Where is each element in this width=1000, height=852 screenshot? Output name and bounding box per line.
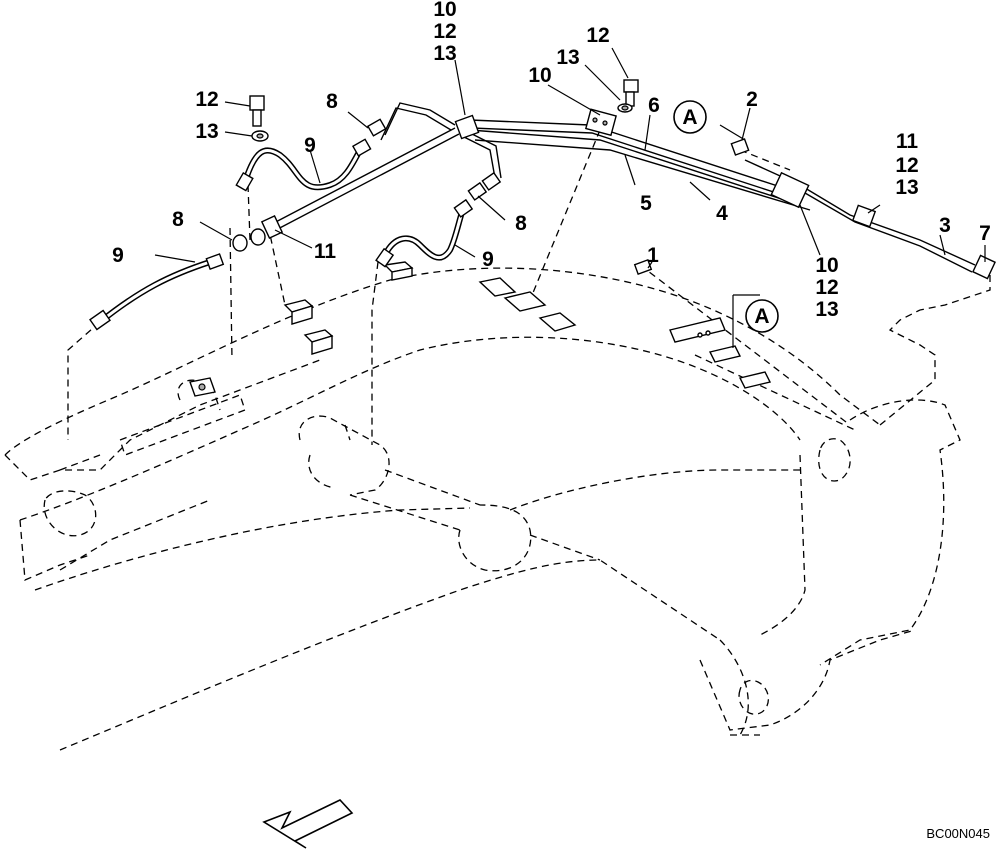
mounting-brackets [189, 261, 772, 397]
callout: 11 [314, 240, 337, 263]
callout: 12 [895, 154, 918, 177]
direction-arrow-icon [262, 799, 354, 849]
fittings [89, 108, 996, 331]
callout: 12 [815, 276, 838, 299]
boom-outline [4, 267, 961, 751]
callout: 12 [195, 88, 218, 111]
callout: 4 [716, 202, 728, 225]
callout: 6 [648, 94, 660, 117]
callout: 12 [433, 20, 456, 43]
callout: 10 [528, 64, 551, 87]
callout: 11 [896, 130, 919, 153]
callout: 2 [746, 88, 758, 111]
part-callouts: 10 12 13 12 13 10 6 2 12 13 8 9 5 4 11 1… [112, 0, 991, 321]
callout: 13 [433, 42, 456, 65]
callout: 12 [586, 24, 609, 47]
detail-a-marker-bottom [745, 299, 779, 333]
boom-cylinder [298, 415, 800, 572]
leader-lines [154, 47, 986, 348]
detail-a-marker-top [673, 100, 707, 134]
detail-markers: A A [673, 100, 779, 333]
flexible-hoses [97, 147, 465, 325]
callout: 10 [433, 0, 456, 21]
detail-a-label-top: A [682, 106, 697, 129]
callout: 13 [895, 176, 918, 199]
callout: 9 [112, 244, 124, 267]
callout: 8 [172, 208, 184, 231]
callout: 10 [815, 254, 838, 277]
callout: 1 [647, 244, 659, 267]
assembly-dashed-lines [67, 129, 991, 445]
bolts [249, 79, 639, 142]
callout: 13 [556, 46, 579, 69]
callout: 7 [979, 222, 991, 245]
callout: 8 [515, 212, 527, 235]
detail-a-label-bottom: A [754, 305, 769, 328]
callout: 9 [482, 248, 494, 271]
drawing-reference-code: BC00N045 [926, 826, 990, 841]
callout: 3 [939, 214, 951, 237]
callout: 8 [326, 90, 338, 113]
callout: 13 [815, 298, 838, 321]
callout: 5 [640, 192, 652, 215]
callout: 13 [195, 120, 218, 143]
grease-pipes [269, 102, 976, 273]
callout: 9 [304, 134, 316, 157]
